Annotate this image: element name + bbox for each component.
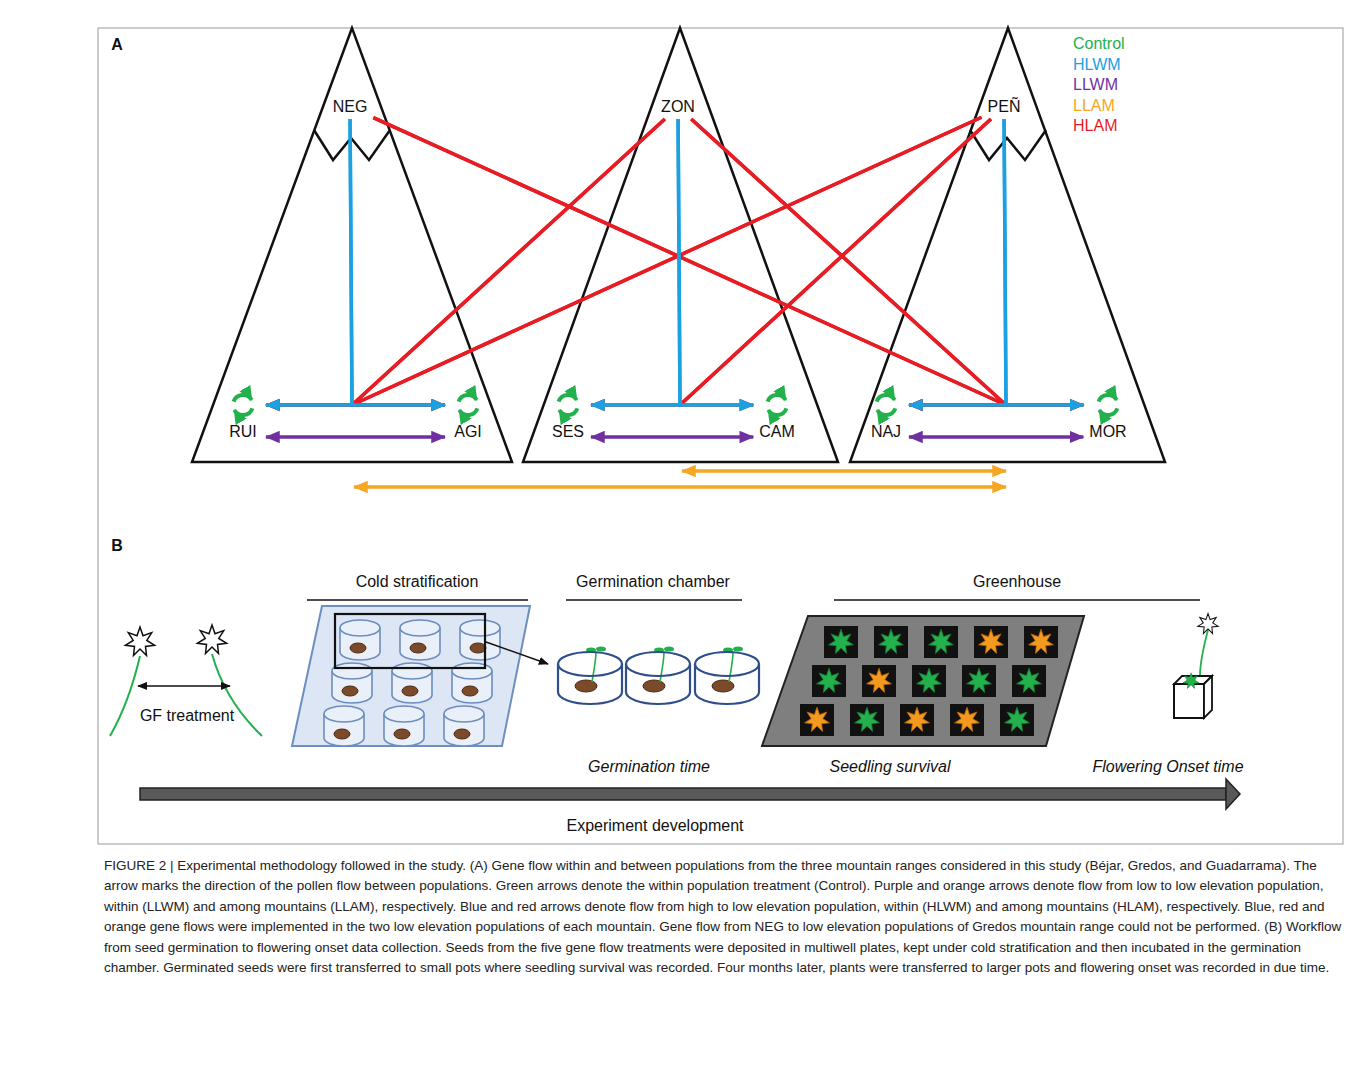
llam-arrows	[354, 471, 1006, 487]
stage-heading: Greenhouse	[973, 572, 1061, 592]
low-elevation-population: AGI	[445, 388, 491, 444]
low-elevation-population: SES	[545, 388, 591, 444]
stage-heading: Cold stratification	[356, 572, 479, 592]
legend-text: LLWM	[1073, 76, 1118, 93]
gene-flow-arrow	[678, 119, 753, 405]
gf-treatment-illustration	[110, 625, 262, 736]
population-code: CAM	[759, 422, 795, 442]
gene-flow-arrow	[266, 119, 665, 405]
high-elevation-population: NEG	[327, 95, 374, 119]
flowering-pot	[1174, 614, 1218, 719]
gene-flow-arrow	[1004, 119, 1083, 405]
population-code: MOR	[1089, 422, 1126, 442]
measure-label: Germination time	[588, 757, 710, 777]
gene-flow-arrow	[373, 118, 1083, 405]
measure-label: Flowering Onset time	[1092, 757, 1243, 777]
legend-text: LLAM	[1073, 97, 1115, 114]
legend-entry: HLAM	[1073, 116, 1125, 137]
multiwell-plate	[292, 606, 548, 746]
axis-label: Experiment development	[567, 816, 744, 836]
step-label: GF treatment	[140, 706, 234, 726]
legend-entry: Control	[1073, 34, 1125, 55]
figure-frame	[98, 28, 1343, 844]
stage-heading: Germination chamber	[576, 572, 730, 592]
legend: ControlHLWM LLWM LLAM HLAM	[1073, 34, 1125, 137]
population-code: NAJ	[869, 422, 903, 442]
figure-caption: FIGURE 2 | Experimental methodology foll…	[104, 856, 1346, 978]
low-elevation-population: MOR	[1083, 388, 1132, 444]
gene-flow-arrow	[909, 435, 1083, 439]
gene-flow-arrow	[352, 117, 982, 405]
panel-letter: A	[111, 35, 123, 55]
legend-entry: LLWM	[1073, 75, 1125, 96]
legend-text: HLWM	[1073, 56, 1121, 73]
gene-flow-arrow	[591, 119, 991, 405]
population-code: PEÑ	[988, 97, 1021, 117]
panel-letter: B	[111, 536, 123, 556]
gene-flow-arrow	[909, 119, 1006, 405]
legend-text: Control	[1073, 35, 1125, 52]
population-code: SES	[551, 422, 585, 442]
low-elevation-population: NAJ	[863, 388, 909, 444]
population-code: AGI	[451, 422, 485, 442]
timeline-arrow	[140, 779, 1240, 809]
gene-flow-arrow	[680, 119, 991, 405]
low-elevation-population: RUI	[220, 388, 266, 444]
mountain-outlines	[192, 28, 1165, 462]
gene-flow-arrow	[350, 119, 445, 405]
gene-flow-arrow	[591, 119, 680, 405]
population-code: NEG	[333, 97, 368, 117]
gene-flow-arrow	[266, 119, 352, 405]
high-elevation-population: PEÑ	[982, 95, 1027, 119]
gene-flow-arrow	[352, 119, 665, 405]
gene-flow-arrow	[266, 435, 445, 439]
measure-label: Seedling survival	[830, 757, 951, 777]
legend-entry: LLAM	[1073, 96, 1125, 117]
gene-flow-arrow	[266, 117, 982, 405]
legend-entry: HLWM	[1073, 55, 1125, 76]
population-code: ZON	[661, 97, 695, 117]
legend-text: HLAM	[1073, 117, 1117, 134]
heading-rules	[307, 599, 1200, 600]
high-elevation-population: ZON	[655, 95, 701, 119]
greenhouse-tray	[762, 616, 1084, 746]
germination-wells	[558, 647, 759, 705]
gene-flow-arrow	[591, 435, 753, 439]
low-elevation-population: CAM	[753, 388, 801, 444]
population-code: RUI	[226, 422, 260, 442]
